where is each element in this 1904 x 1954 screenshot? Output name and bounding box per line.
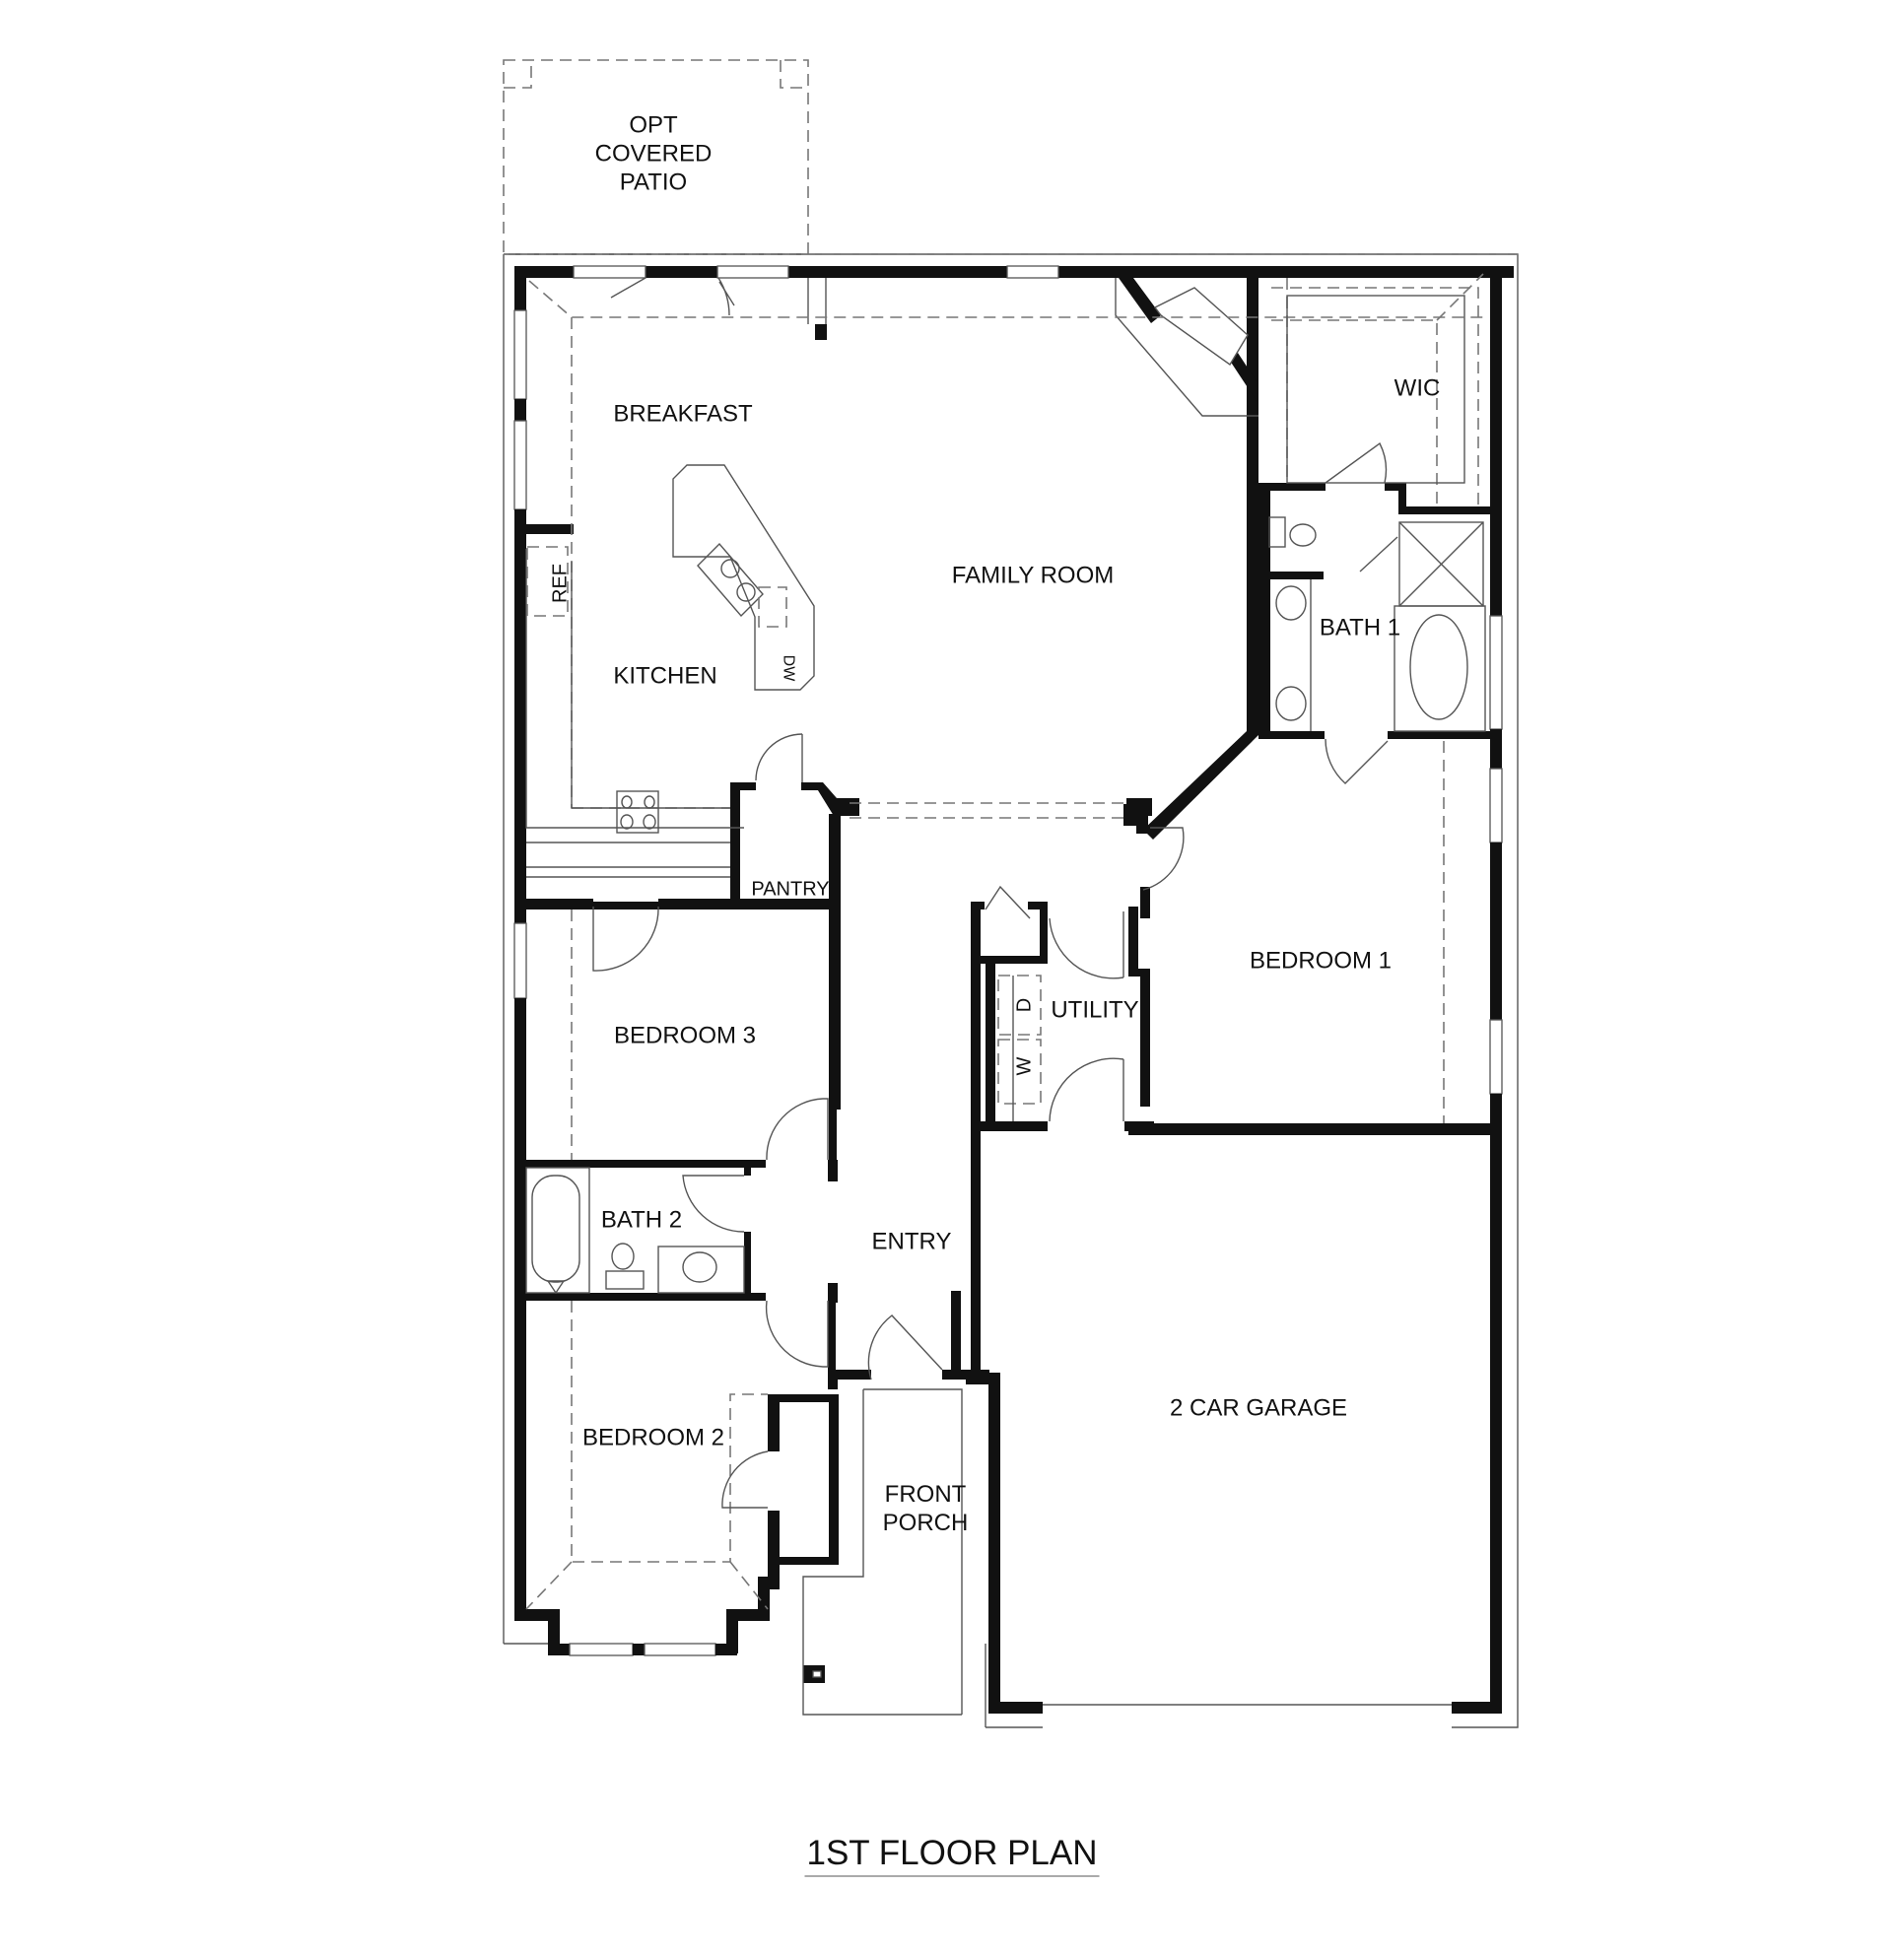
- room-label-garage: 2 CAR GARAGE: [1169, 1394, 1348, 1422]
- room-label-bedroom3: BEDROOM 3: [613, 1022, 757, 1049]
- room-label-front-porch: FRONT PORCH: [882, 1481, 969, 1536]
- room-label-bath1: BATH 1: [1319, 614, 1401, 641]
- room-label-bedroom1: BEDROOM 1: [1249, 947, 1393, 975]
- kitchen-fixtures: [525, 464, 815, 834]
- plan-title: 1ST FLOOR PLAN: [804, 1834, 1100, 1877]
- appliance-label-dishwasher: DW: [780, 654, 797, 682]
- room-label-patio: OPT COVERED PATIO: [594, 111, 713, 196]
- room-label-family-room: FAMILY ROOM: [951, 562, 1115, 589]
- room-label-breakfast: BREAKFAST: [613, 400, 753, 428]
- appliance-label-dryer: D: [1013, 997, 1036, 1013]
- bath-fixtures: [525, 516, 1486, 1295]
- exterior-walls: [513, 265, 1514, 1714]
- room-label-kitchen: KITCHEN: [613, 662, 717, 690]
- room-label-wic: WIC: [1394, 374, 1441, 402]
- appliance-label-washer: W: [1013, 1056, 1036, 1076]
- doors: [592, 277, 1389, 1716]
- room-label-pantry: PANTRY: [751, 878, 830, 901]
- room-label-bedroom2: BEDROOM 2: [581, 1424, 725, 1451]
- room-label-bath2: BATH 2: [600, 1206, 683, 1234]
- interior-walls: [514, 278, 1502, 1589]
- room-label-utility: UTILITY: [1051, 996, 1139, 1024]
- patio-outline: [503, 59, 809, 255]
- room-label-entry: ENTRY: [871, 1228, 952, 1255]
- exterior-outline: [503, 253, 1519, 1728]
- appliance-label-refrigerator: REF: [549, 564, 572, 603]
